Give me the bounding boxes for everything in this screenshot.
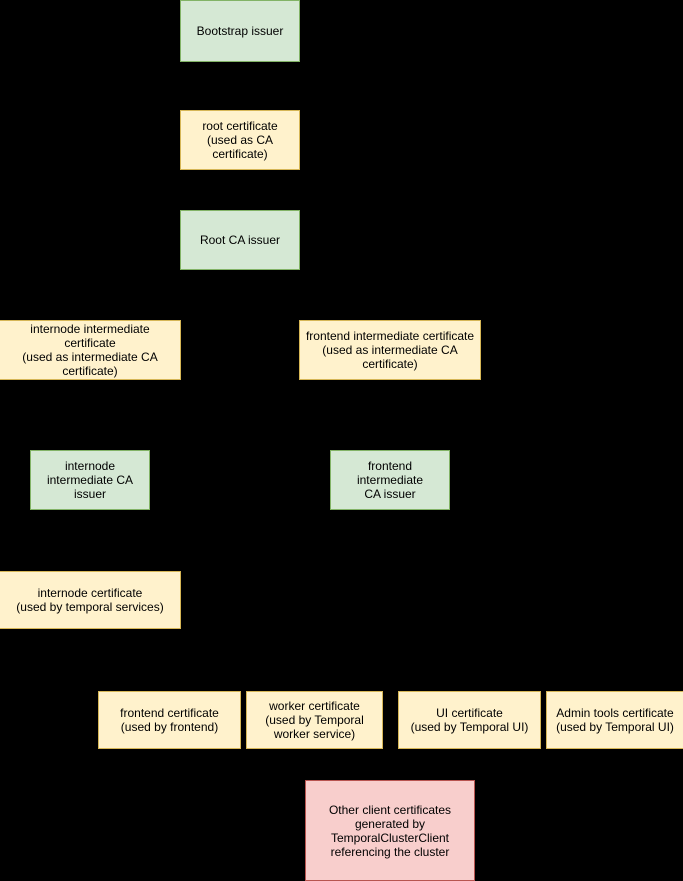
node-frontend-intermediate-ca-issuer: frontend intermediate CA issuer [330, 450, 450, 510]
node-other-client-certificates: Other client certificates generated by T… [305, 780, 475, 881]
node-internode-intermediate-ca-issuer: internode intermediate CA issuer [30, 450, 150, 510]
node-label-root-certificate: root certificate (used as CA certificate… [202, 119, 278, 161]
edge-internode-intermediate-cert-to-issuer [89, 415, 91, 450]
node-internode-intermediate-certificate: internode intermediate certificate (used… [0, 320, 181, 380]
edge-frontend-intermediate-cert-to-issuer [390, 414, 391, 416]
edge-frontend-issuer-to-other-client-certs [389, 510, 391, 645]
edge-frontend-issuer-to-admin-tools-cert [614, 600, 616, 691]
edge-root-ca-issuer-to-frontend-intermediate-cert [239, 270, 241, 295]
node-label-admin-tools-certificate: Admin tools certificate (used by Tempora… [556, 706, 674, 734]
node-label-frontend-intermediate-certificate: frontend intermediate certificate (used … [305, 329, 475, 371]
node-frontend-certificate: frontend certificate (used by frontend) [98, 691, 241, 749]
edge-frontend-issuer-to-other-client-certs [389, 645, 391, 780]
edge-root-cert-to-root-ca-issuer [239, 170, 241, 190]
edge-internode-issuer-to-internode-cert [90, 540, 91, 541]
node-label-root-ca-issuer: Root CA issuer [199, 233, 281, 247]
node-label-internode-intermediate-certificate: internode intermediate certificate (used… [22, 322, 158, 378]
edge-frontend-issuer-to-worker-cert [314, 600, 315, 691]
node-frontend-intermediate-certificate: frontend intermediate certificate (used … [299, 320, 481, 380]
edge-frontend-issuer-to-other-client-certs [390, 644, 391, 646]
edge-root-cert-to-root-ca-issuer [240, 189, 241, 191]
edge-frontend-issuer-to-ui-cert [469, 600, 470, 691]
edge-root-cert-to-root-ca-issuer [239, 190, 241, 210]
node-bootstrap-issuer: Bootstrap issuer [180, 0, 300, 62]
edge-internode-intermediate-cert-to-issuer [89, 380, 91, 415]
edge-bootstrap-to-root-cert [239, 86, 241, 110]
node-internode-certificate: internode certificate (used by temporal … [0, 571, 181, 629]
node-admin-tools-certificate: Admin tools certificate (used by Tempora… [546, 691, 683, 749]
node-label-frontend-certificate: frontend certificate (used by frontend) [120, 706, 219, 734]
edge-internode-issuer-to-internode-cert [89, 540, 91, 571]
node-root-certificate: root certificate (used as CA certificate… [180, 110, 300, 170]
edge-root-ca-issuer-to-frontend-intermediate-cert [389, 295, 391, 320]
node-label-internode-intermediate-ca-issuer: internode intermediate CA issuer [46, 459, 134, 501]
edge-bootstrap-to-root-cert [239, 62, 241, 86]
node-root-ca-issuer: Root CA issuer [180, 210, 300, 270]
edge-root-ca-issuer-to-internode-intermediate-cert [90, 294, 240, 296]
edge-bootstrap-to-root-cert [240, 85, 241, 87]
edge-frontend-issuer-to-frontend-cert [169, 600, 170, 691]
edge-root-ca-issuer-to-internode-intermediate-cert [89, 295, 91, 320]
node-label-bootstrap-issuer: Bootstrap issuer [196, 24, 284, 38]
edge-internode-intermediate-cert-to-issuer [90, 414, 91, 416]
node-label-worker-certificate: worker certificate (used by Temporal wor… [265, 699, 364, 741]
edge-frontend-intermediate-cert-to-issuer [389, 415, 391, 450]
edge-frontend-issuer-to-admin-tools-cert [390, 600, 615, 601]
edge-frontend-intermediate-cert-to-issuer [389, 380, 391, 415]
node-label-frontend-intermediate-ca-issuer: frontend intermediate CA issuer [356, 459, 424, 501]
edge-internode-issuer-to-internode-cert [89, 510, 91, 541]
node-label-internode-certificate: internode certificate (used by temporal … [16, 586, 164, 614]
node-ui-certificate: UI certificate (used by Temporal UI) [398, 691, 541, 749]
node-label-other-client-certificates: Other client certificates generated by T… [328, 802, 452, 859]
edge-frontend-issuer-to-worker-cert [314, 600, 390, 601]
edge-frontend-issuer-to-frontend-cert [169, 600, 390, 601]
node-worker-certificate: worker certificate (used by Temporal wor… [246, 691, 383, 749]
edge-root-ca-issuer-to-frontend-intermediate-cert [240, 294, 390, 296]
node-label-ui-certificate: UI certificate (used by Temporal UI) [410, 706, 529, 734]
